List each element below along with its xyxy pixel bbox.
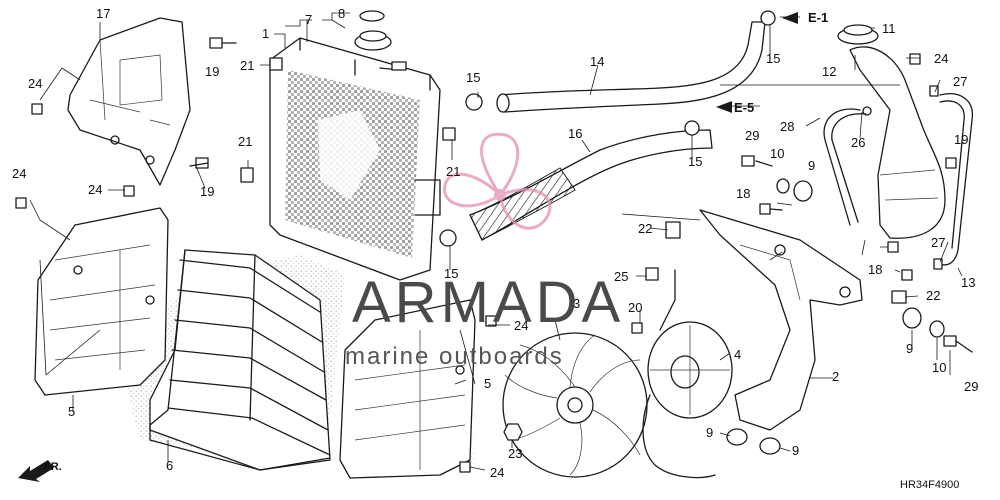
callout-11: 11: [882, 21, 896, 36]
callout-9: 9: [808, 158, 815, 173]
callout-18: 18: [868, 262, 882, 277]
callout-10: 10: [770, 146, 784, 161]
callout-18: 18: [736, 186, 750, 201]
callout-19: 19: [200, 184, 214, 199]
callout-28: 28: [780, 119, 794, 134]
callout-27: 27: [953, 74, 967, 89]
watermark-tagline: marine outboards: [345, 343, 564, 370]
watermark-brand: ARMADA: [352, 270, 624, 335]
radiator-part-1: [269, 10, 441, 281]
front-direction-arrow-icon: [18, 460, 54, 482]
callout-12: 12: [822, 64, 836, 79]
callout-26: 26: [851, 135, 865, 150]
watermark-logo-icon: [443, 132, 552, 230]
callout-24: 24: [934, 51, 948, 66]
callout-24: 24: [490, 465, 504, 480]
callout-13: 13: [961, 275, 975, 290]
callout-15: 15: [766, 51, 780, 66]
callout-25: 25: [614, 269, 628, 284]
callout-29: 29: [745, 128, 759, 143]
callout-4: 4: [734, 347, 741, 362]
callout-24: 24: [12, 166, 26, 181]
fan-motor-part-4: [642, 321, 733, 479]
leader-lines: [29, 12, 963, 471]
callout-27: 27: [931, 235, 945, 250]
callout-10: 10: [932, 360, 946, 375]
svg-text:E-5: E-5: [734, 100, 754, 115]
direction-label: FR.: [44, 461, 62, 473]
callout-19: 19: [954, 132, 968, 147]
fan-bracket-part-2: [699, 209, 863, 431]
callout-6: 6: [166, 458, 173, 473]
callout-22: 22: [926, 288, 940, 303]
connector-part-25: [645, 267, 676, 331]
upper-hose-part-14: [496, 21, 766, 113]
svg-text:E-1: E-1: [808, 10, 828, 25]
callout-8: 8: [338, 6, 345, 21]
reserve-tank-part-12: [837, 24, 946, 239]
callout-1: 1: [262, 26, 269, 41]
callout-9: 9: [792, 443, 799, 458]
callout-17: 17: [96, 6, 110, 21]
diagram-code: HR34F4900: [900, 479, 959, 491]
side-cover-right-part-5: [339, 299, 476, 479]
callout-2: 2: [832, 369, 839, 384]
fan-blade-part-3: [502, 332, 648, 478]
drain-hose-part-13: [934, 93, 973, 266]
callout-15: 15: [444, 266, 458, 281]
callout-3: 3: [573, 296, 580, 311]
fasteners: [15, 37, 973, 473]
callout-15: 15: [688, 154, 702, 169]
callout-29: 29: [964, 379, 978, 394]
callout-21: 21: [238, 134, 252, 149]
callout-22: 22: [638, 221, 652, 236]
callout-9: 9: [706, 425, 713, 440]
hose-clamp-part-15: [439, 10, 776, 247]
bracket-part-17: [67, 17, 191, 186]
callout-16: 16: [568, 126, 582, 141]
side-cover-left-part-5: [34, 207, 169, 396]
callout-5: 5: [68, 404, 75, 419]
reference-e1: E-1: [782, 10, 828, 25]
clip-part-21: [240, 57, 456, 183]
callout-14: 14: [590, 54, 604, 69]
reference-e5: E-5: [716, 100, 754, 115]
callout-19: 19: [205, 64, 219, 79]
overflow-hose-part-28: [823, 108, 867, 226]
callout-21: 21: [240, 58, 254, 73]
callout-23: 23: [508, 446, 522, 461]
callout-24: 24: [514, 318, 528, 333]
watermark: ARMADA marine outboards: [345, 270, 624, 370]
callout-5: 5: [484, 376, 491, 391]
callout-15: 15: [466, 70, 480, 85]
lower-hose-part-16: [469, 129, 713, 241]
callout-7: 7: [305, 12, 312, 27]
callout-20: 20: [628, 300, 642, 315]
callout-24: 24: [88, 182, 102, 197]
callout-21: 21: [446, 164, 460, 179]
louver-grille-part-6: [149, 249, 331, 471]
callout-9: 9: [906, 341, 913, 356]
callout-24: 24: [28, 76, 42, 91]
